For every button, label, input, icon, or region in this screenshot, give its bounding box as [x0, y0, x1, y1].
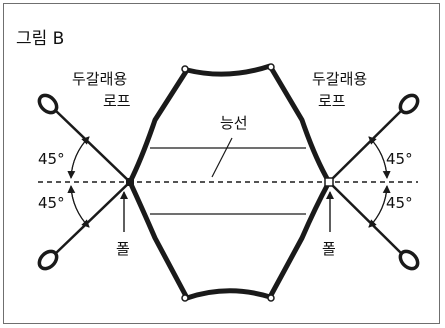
angle-label-left-lower: 45° [38, 194, 65, 212]
angle-label-left-upper: 45° [38, 150, 65, 168]
right-rope-loop-upper [398, 93, 420, 115]
angle-label-right-lower: 45° [386, 194, 413, 212]
right-rope-upper [328, 109, 403, 183]
rope-label-left-line1: 두갈래용 [72, 70, 127, 88]
angle-arc-right-lower-end [368, 185, 391, 228]
figure-frame [3, 3, 440, 324]
figure-title: 그림 B [16, 29, 64, 49]
pole-label-right: 폴 [322, 240, 336, 258]
left-rope-upper [54, 109, 131, 183]
angle-arc-left-lower-end [67, 185, 90, 228]
angle-label-right-upper: 45° [386, 150, 413, 168]
eyelet-top-right [267, 63, 275, 71]
angle-arc-right-upper-end [368, 136, 388, 179]
right-rope-loop-lower [398, 249, 420, 271]
pole-tip-right [324, 177, 334, 187]
angle-arc-right-lower [368, 185, 388, 228]
eyelet-top-left [181, 65, 189, 73]
ridge-label: 능선 [220, 114, 248, 132]
rope-label-right-line2: 로프 [318, 92, 346, 110]
angle-arc-left-lower [70, 185, 90, 228]
angle-arc-left-upper [67, 136, 90, 179]
left-rope-loop-lower [37, 249, 59, 271]
ridge-pointer [211, 137, 233, 178]
eyelet-bottom-right [267, 294, 275, 302]
left-rope-loop-upper [37, 93, 59, 115]
angle-arc-left-upper-end [70, 136, 90, 179]
pole-tip-left [126, 178, 134, 186]
left-rope-lower [54, 181, 131, 255]
rope-label-left-line2: 로프 [103, 92, 131, 110]
pole-label-left: 폴 [116, 240, 130, 258]
right-rope-lower [328, 181, 403, 255]
rope-label-right-line1: 두갈래용 [312, 70, 367, 88]
eyelet-bottom-left [181, 294, 189, 302]
angle-arc-right-upper [368, 136, 391, 179]
